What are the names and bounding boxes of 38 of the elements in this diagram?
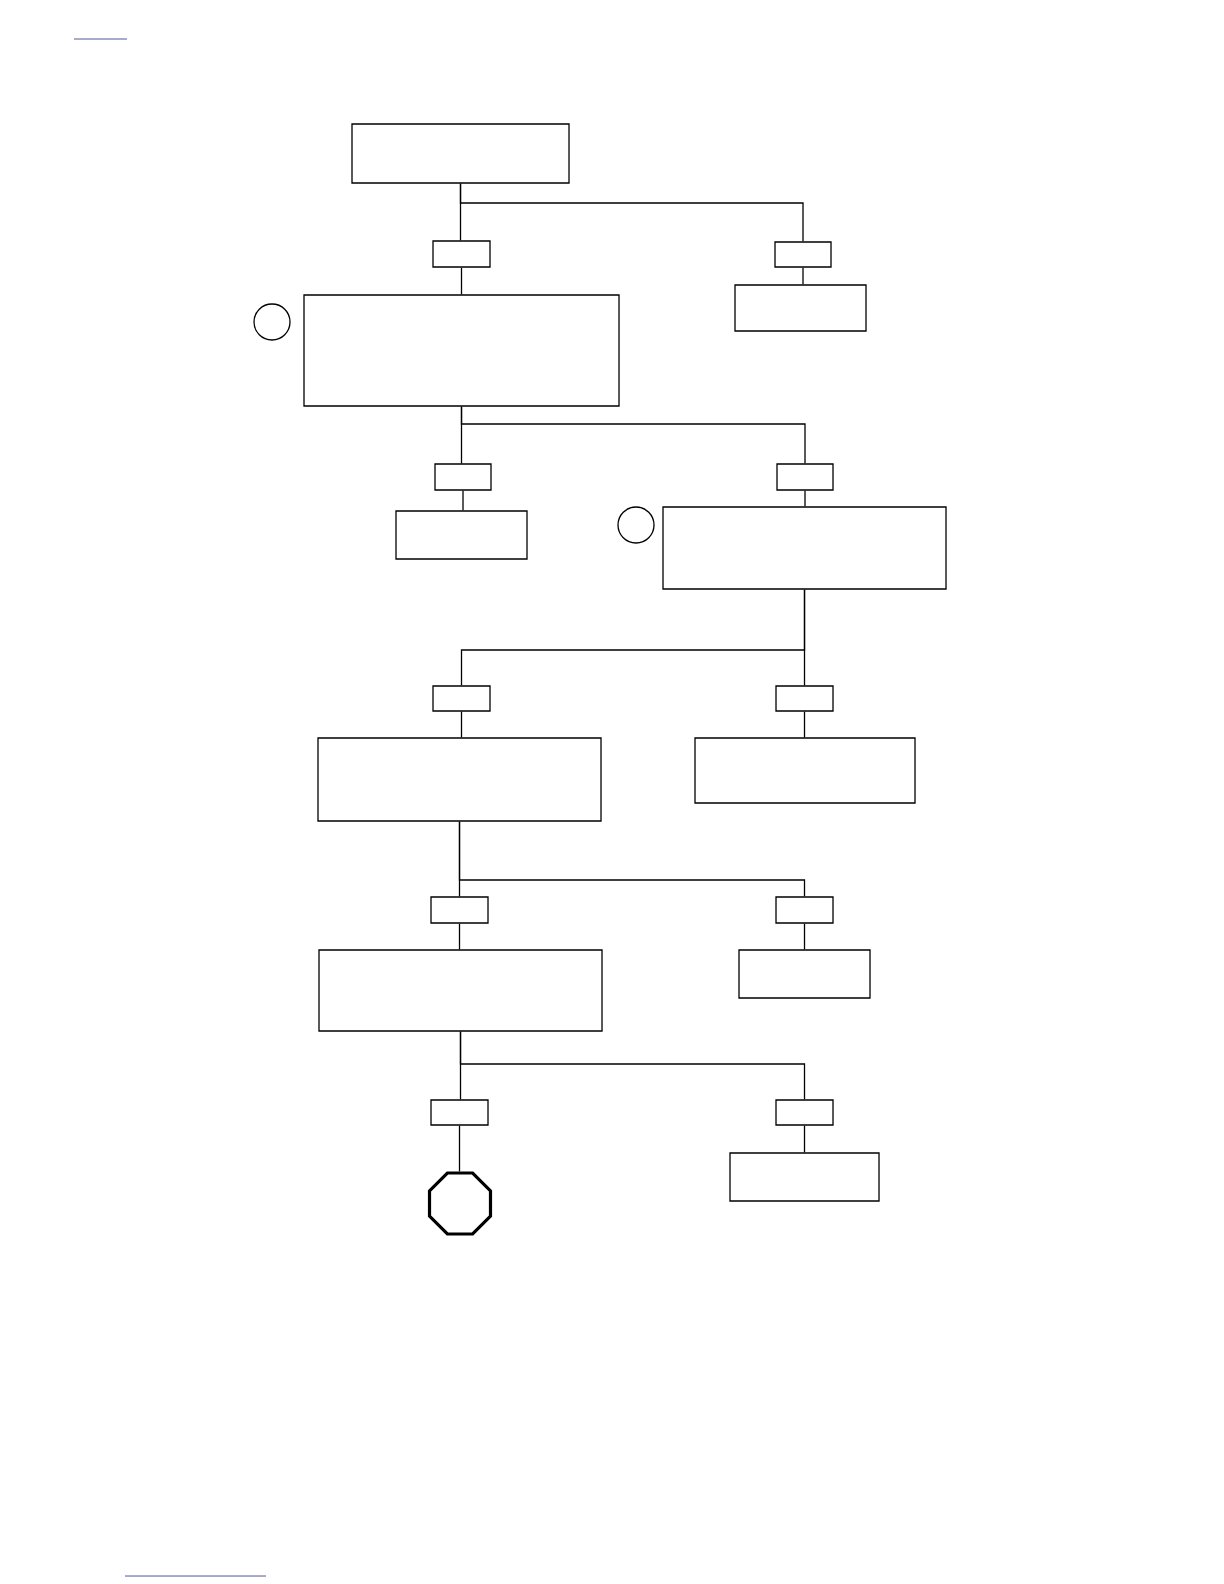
process-box: [729, 1152, 880, 1202]
connector-line: [803, 923, 806, 950]
process-box: [775, 685, 834, 712]
marker-circle: [253, 303, 291, 341]
process-box: [434, 463, 492, 491]
connector-line: [458, 923, 461, 950]
connector-line: [803, 589, 806, 686]
connector-line: [803, 1125, 806, 1153]
process-box: [317, 737, 602, 822]
connector-line: [803, 711, 806, 738]
process-box: [776, 463, 834, 491]
connector-line: [458, 1125, 461, 1173]
connector-line: [460, 711, 463, 738]
connector-line: [462, 490, 464, 511]
process-box: [303, 294, 620, 407]
process-box: [430, 1099, 489, 1126]
process-box: [318, 949, 603, 1032]
process-box: [774, 241, 832, 268]
process-box: [662, 506, 947, 590]
process-box: [775, 896, 834, 924]
marker-circle: [617, 506, 655, 544]
process-box: [775, 1099, 834, 1126]
process-box: [694, 737, 916, 804]
connector-line: [460, 406, 806, 464]
process-box: [738, 949, 871, 999]
process-box: [351, 123, 570, 184]
connector-line: [459, 183, 804, 242]
process-box: [395, 510, 528, 560]
stop-octagon: [427, 1171, 493, 1236]
process-box: [734, 284, 867, 332]
connector-line: [460, 267, 463, 295]
connector-line: [459, 1031, 806, 1100]
process-box: [432, 685, 491, 712]
process-box: [432, 240, 491, 268]
connector-line: [802, 267, 804, 285]
process-box: [430, 896, 489, 924]
connector-line: [804, 490, 806, 507]
connector-line: [458, 821, 806, 897]
